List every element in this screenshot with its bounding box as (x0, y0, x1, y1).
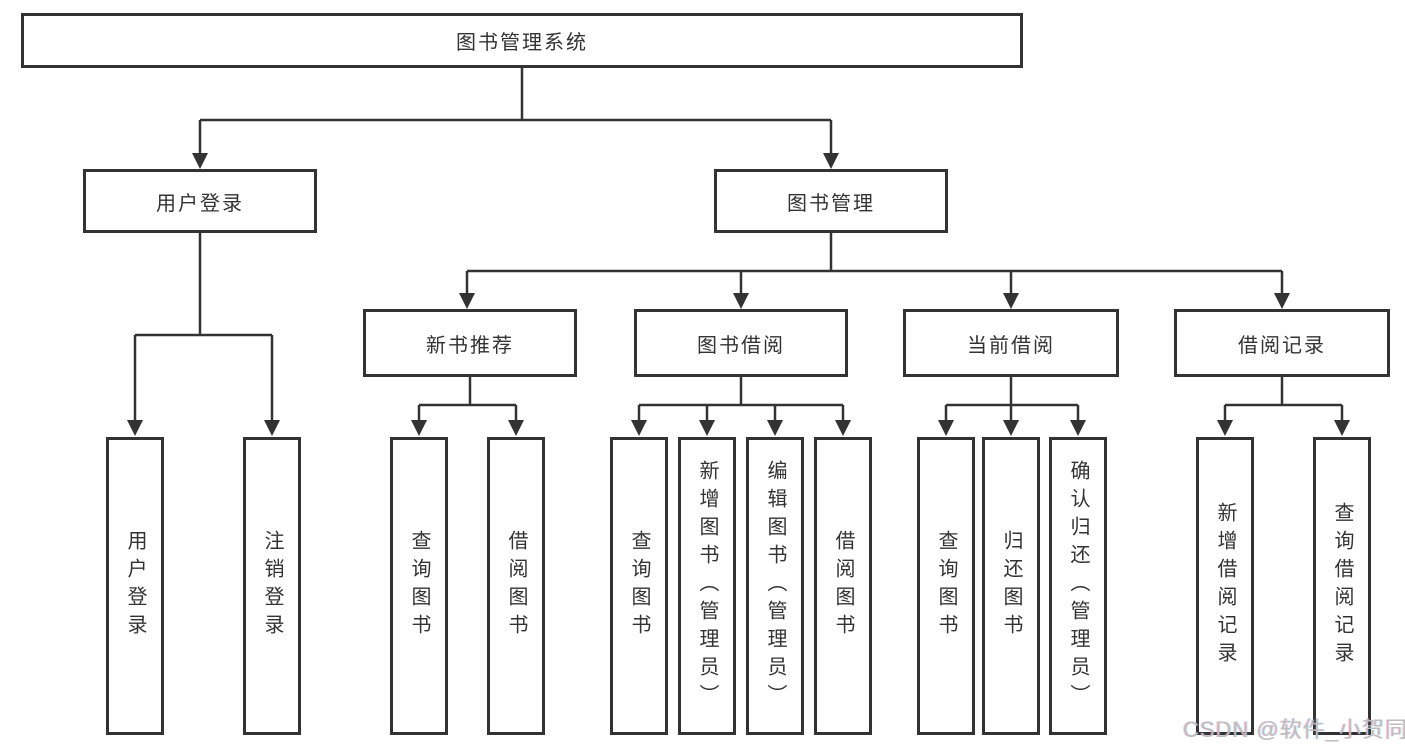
leaf-query-books-current: 查询图书 (917, 437, 975, 735)
leaf-label: 用户登录 (124, 530, 146, 642)
arrowhead-icon (192, 153, 208, 169)
arrowhead-icon (1070, 420, 1086, 436)
leaf-label: 编辑图书（管理员） (764, 460, 786, 712)
leaf-label: 确认归还（管理员） (1067, 460, 1089, 712)
leaf-label: 查询借阅记录 (1331, 502, 1353, 670)
arrowhead-icon (264, 420, 280, 436)
leaf-label: 归还图书 (1000, 530, 1022, 642)
arrowhead-icon (1274, 293, 1290, 309)
leaf-borrow-books-recommend: 借阅图书 (487, 437, 545, 735)
leaf-label: 新增借阅记录 (1214, 502, 1236, 670)
arrowhead-icon (1217, 420, 1233, 436)
node-root-library-system: 图书管理系统 (21, 13, 1023, 68)
arrowhead-icon (938, 420, 954, 436)
arrowhead-icon (459, 293, 475, 309)
arrowhead-icon (733, 293, 749, 309)
arrowhead-icon (823, 153, 839, 169)
leaf-label: 注销登录 (261, 530, 283, 642)
arrowhead-icon (835, 420, 851, 436)
node-borrow-records: 借阅记录 (1174, 309, 1390, 377)
leaf-confirm-return-admin: 确认归还（管理员） (1049, 437, 1107, 735)
leaf-label: 借阅图书 (832, 530, 854, 642)
node-new-book-recommend: 新书推荐 (363, 309, 577, 377)
arrowhead-icon (631, 420, 647, 436)
arrowhead-icon (411, 420, 427, 436)
leaf-query-borrow-record: 查询借阅记录 (1313, 437, 1371, 735)
leaf-label: 查询图书 (408, 530, 430, 642)
leaf-query-books-recommend: 查询图书 (390, 437, 448, 735)
node-current-borrow: 当前借阅 (903, 309, 1119, 377)
node-book-management: 图书管理 (714, 169, 948, 233)
node-user-login: 用户登录 (83, 169, 317, 233)
leaf-add-borrow-record: 新增借阅记录 (1196, 437, 1254, 735)
arrowheads (127, 153, 1350, 436)
arrowhead-icon (767, 420, 783, 436)
arrowhead-icon (1003, 293, 1019, 309)
leaf-add-books-admin: 新增图书（管理员） (678, 437, 736, 735)
leaf-user-login: 用户登录 (106, 437, 164, 735)
leaf-label: 查询图书 (628, 530, 650, 642)
leaf-return-books: 归还图书 (982, 437, 1040, 735)
arrowhead-icon (508, 420, 524, 436)
node-book-borrow: 图书借阅 (634, 309, 848, 377)
leaf-label: 借阅图书 (505, 530, 527, 642)
leaf-edit-books-admin: 编辑图书（管理员） (746, 437, 804, 735)
leaf-label: 新增图书（管理员） (696, 460, 718, 712)
arrowhead-icon (127, 420, 143, 436)
leaf-logout: 注销登录 (243, 437, 301, 735)
leaf-borrow-books-borrow: 借阅图书 (814, 437, 872, 735)
arrowhead-icon (699, 420, 715, 436)
arrowhead-icon (1334, 420, 1350, 436)
arrowhead-icon (1003, 420, 1019, 436)
leaf-query-books-borrow: 查询图书 (610, 437, 668, 735)
leaf-label: 查询图书 (935, 530, 957, 642)
tree-edges (133, 68, 1344, 420)
csdn-watermark: CSDN @软件_小贺同学 (1183, 717, 1405, 742)
